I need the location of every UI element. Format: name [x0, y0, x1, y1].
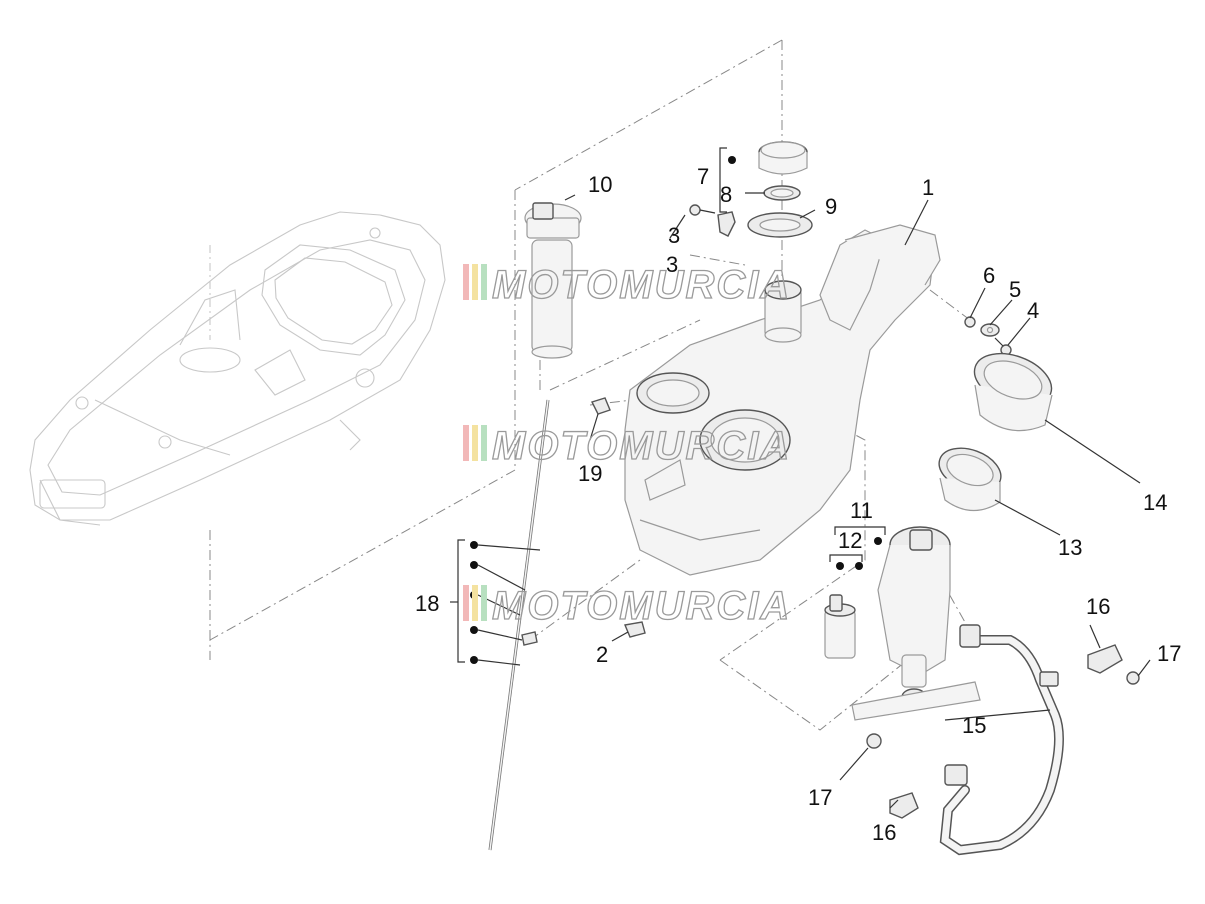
fuel-cap — [758, 141, 808, 175]
callout-11: 11 — [850, 498, 873, 523]
callout-4: 4 — [1027, 298, 1039, 323]
watermark-text: MOTOMURCIA — [492, 424, 791, 468]
callout-18: 18 — [415, 591, 439, 616]
callout-7: 7 — [697, 164, 709, 189]
cap-seal — [763, 185, 801, 201]
callout-13: 13 — [1058, 535, 1082, 560]
filler-gasket — [747, 212, 813, 238]
fuel-tank — [624, 224, 941, 576]
fuel-level-sensor — [524, 202, 582, 359]
callout-3: 3 — [668, 223, 680, 248]
pump-filter — [851, 681, 981, 721]
callout-19: 19 — [578, 461, 602, 486]
bracket-group-7 — [719, 147, 736, 213]
callout-9: 9 — [825, 194, 837, 219]
fastener-set — [964, 316, 1012, 356]
callout-3-secondary: 3 — [666, 252, 678, 277]
callout-labels: 1 2 3 3 4 5 6 7 8 9 10 11 12 13 14 15 16… — [415, 164, 1181, 845]
watermark-text: MOTOMURCIA — [492, 263, 791, 307]
watermark-top: MOTOMURCIA — [463, 262, 791, 308]
hose-clamp-lower — [889, 792, 919, 819]
screw-3 — [689, 204, 716, 216]
breather-tube — [488, 399, 550, 851]
clip-19 — [591, 397, 611, 415]
fuel-hose — [939, 624, 1064, 856]
callout-5: 5 — [1009, 277, 1021, 302]
ring-nut — [973, 352, 1053, 432]
bracket-group-18 — [450, 539, 541, 666]
watermark-text: MOTOMURCIA — [492, 584, 791, 628]
callout-12: 12 — [838, 528, 862, 553]
hose-clamp-upper — [1087, 644, 1123, 674]
callout-17-lower: 17 — [808, 785, 832, 810]
callout-8: 8 — [720, 182, 732, 207]
bracket-group-12 — [829, 554, 863, 570]
callout-16-lower: 16 — [872, 820, 896, 845]
callout-10: 10 — [588, 172, 612, 197]
callout-15: 15 — [962, 713, 986, 738]
fuel-pump-assembly — [877, 526, 951, 706]
callout-17: 17 — [1157, 641, 1181, 666]
callout-1: 1 — [922, 175, 934, 200]
callout-16: 16 — [1086, 594, 1110, 619]
watermark-middle: MOTOMURCIA — [463, 423, 791, 469]
callout-14: 14 — [1143, 490, 1167, 515]
leader-lines — [564, 192, 1151, 809]
fuel-pump-motor — [824, 594, 856, 659]
bracket-group-11 — [834, 526, 886, 545]
bolt-17-upper — [1126, 671, 1140, 685]
callout-2: 2 — [596, 642, 608, 667]
watermark-bottom: MOTOMURCIA — [463, 583, 791, 629]
bracket-2 — [624, 621, 646, 638]
scooter-body-outline — [29, 211, 446, 526]
clip-bracket — [717, 211, 736, 237]
filler-neck — [764, 280, 802, 343]
pump-seal — [938, 447, 1002, 512]
bolt-17-lower — [866, 733, 882, 749]
callout-6: 6 — [983, 263, 995, 288]
